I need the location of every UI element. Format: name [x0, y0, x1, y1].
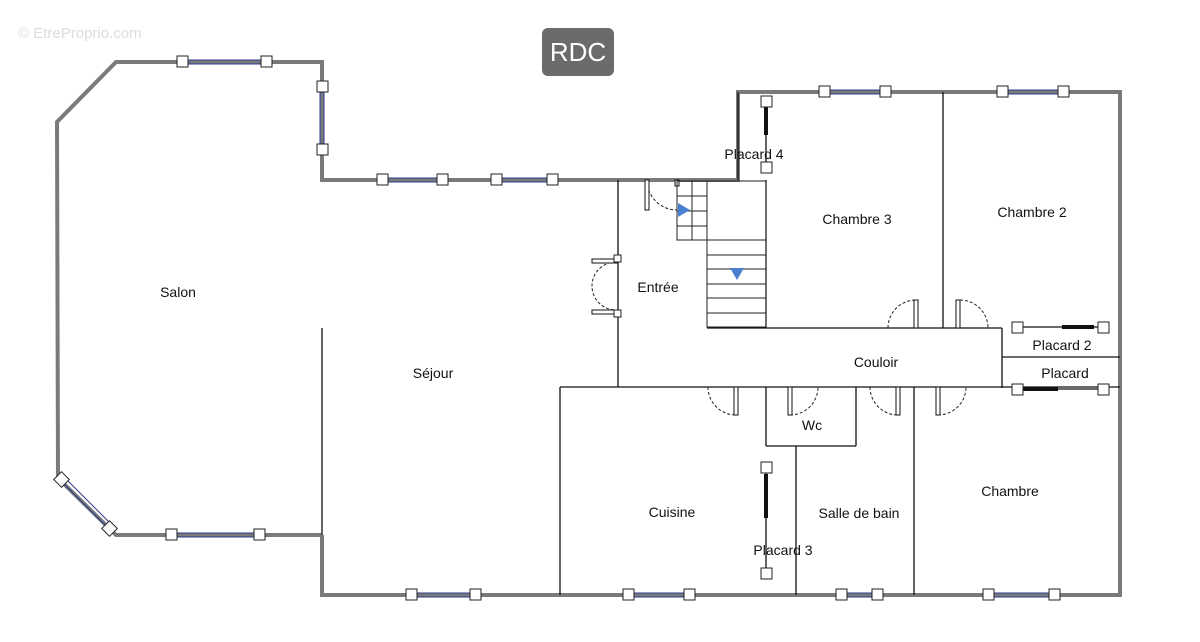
- room-label-couloir: Couloir: [854, 354, 899, 370]
- window: [490, 173, 559, 186]
- closets: [760, 95, 1110, 580]
- window: [405, 588, 482, 601]
- door-salle-de-bain: [869, 386, 901, 416]
- room-label-sejour: Séjour: [413, 365, 454, 381]
- placard-3-door: [760, 461, 773, 580]
- window: [818, 85, 892, 98]
- stair-arrow-icon: [678, 203, 690, 217]
- window: [165, 528, 266, 541]
- window: [996, 85, 1070, 98]
- interior-walls: [321, 92, 1120, 595]
- watermark: © EtreProprio.com: [18, 25, 142, 42]
- room-label-chambre-3: Chambre 3: [822, 211, 891, 227]
- room-label-placard-4: Placard 4: [724, 146, 783, 162]
- window: [316, 80, 329, 156]
- doors: [591, 179, 989, 416]
- door-chambre-2: [955, 299, 989, 329]
- room-label-placard-3: Placard 3: [753, 542, 812, 558]
- window: [835, 588, 884, 601]
- level-badge: RDC: [542, 28, 614, 76]
- room-label-salle-de-bain: Salle de bain: [819, 505, 900, 521]
- room-label-salon: Salon: [160, 284, 196, 300]
- room-label-entree: Entrée: [637, 279, 678, 295]
- window: [376, 173, 449, 186]
- door-cuisine: [707, 386, 739, 416]
- room-label-wc: Wc: [802, 417, 822, 433]
- room-label-placard: Placard: [1041, 365, 1088, 381]
- door-wc: [787, 386, 819, 416]
- door-chambre: [935, 386, 967, 416]
- room-label-cuisine: Cuisine: [649, 504, 696, 520]
- stair-arrow-icon: [730, 268, 744, 280]
- room-labels: Salon Séjour Entrée Placard 4 Chambre 3 …: [160, 146, 1092, 558]
- staircase: [676, 180, 767, 328]
- room-label-placard-2: Placard 2: [1032, 337, 1091, 353]
- room-label-chambre-2: Chambre 2: [997, 204, 1066, 220]
- window: [622, 588, 696, 601]
- door-sejour-entree: [591, 254, 622, 318]
- placard-2-door: [1011, 321, 1110, 334]
- windows: [53, 55, 1070, 601]
- placard-door: [1011, 383, 1110, 396]
- window: [176, 55, 273, 68]
- door-entree-stairs: [644, 179, 680, 211]
- door-chambre-3: [887, 299, 919, 329]
- room-label-chambre: Chambre: [981, 483, 1039, 499]
- placard-4-door: [760, 95, 773, 174]
- window: [982, 588, 1061, 601]
- window: [53, 471, 118, 537]
